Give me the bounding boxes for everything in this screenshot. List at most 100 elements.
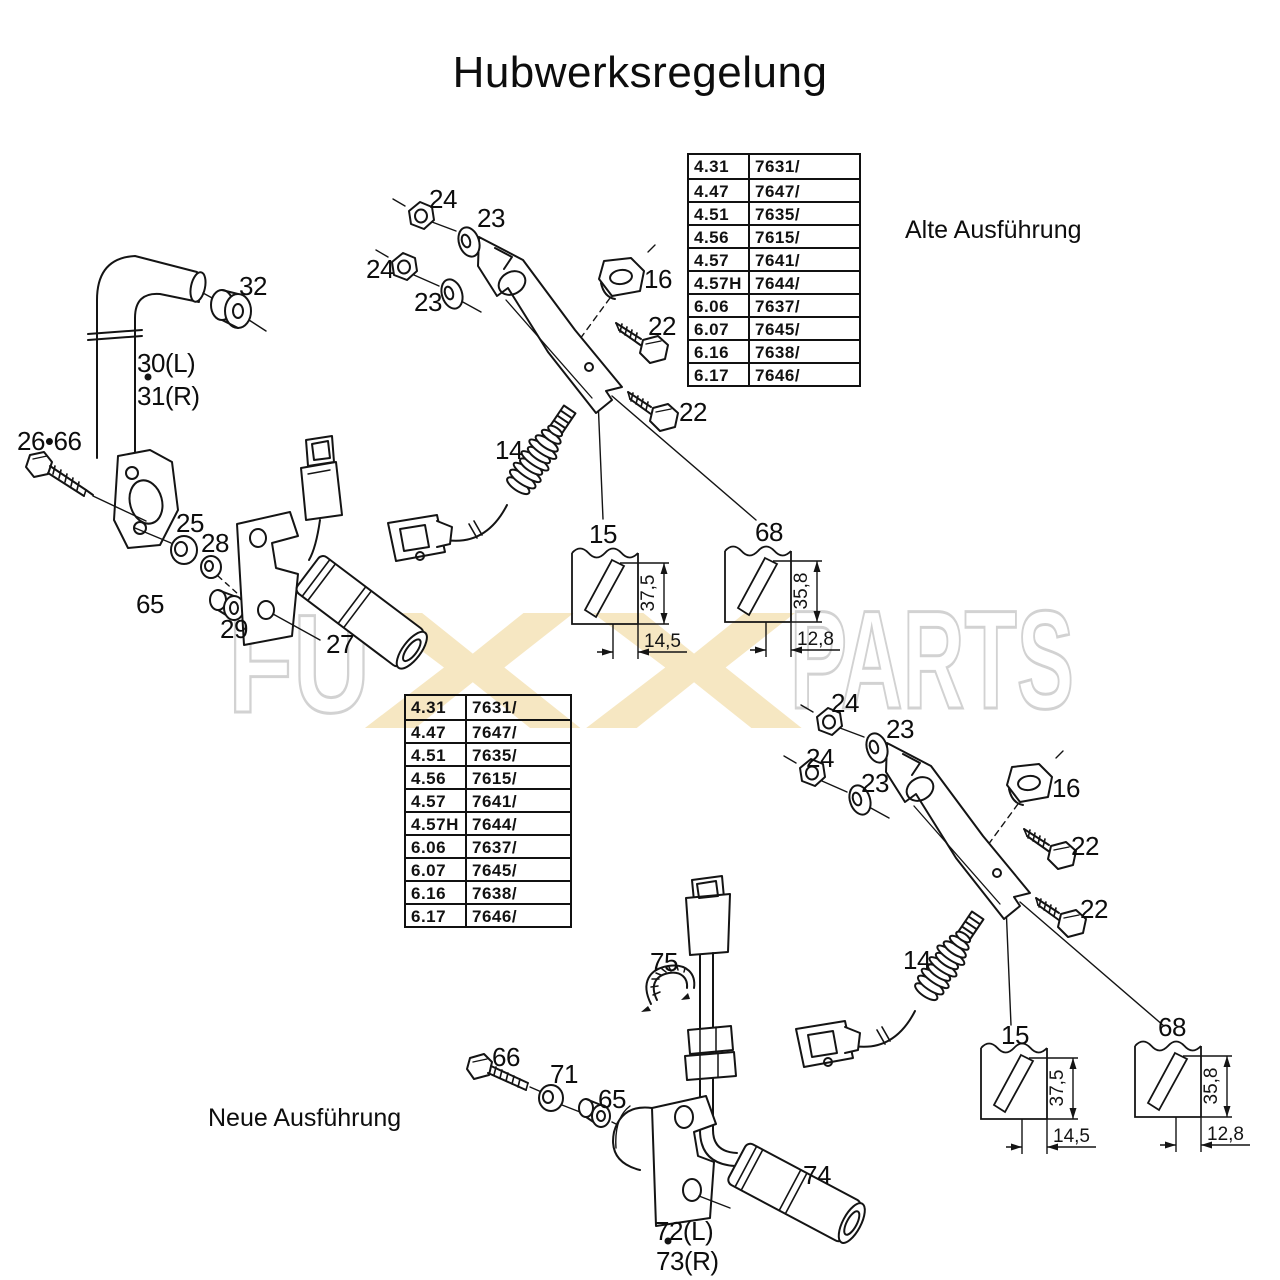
page-title: Hubwerksregelung: [452, 48, 828, 97]
table-cell-part-number: 7615/: [755, 228, 801, 247]
table-cell-part-number: 7638/: [755, 343, 801, 362]
part-label-25: 25: [176, 508, 204, 538]
leader-line-26-66: [92, 495, 172, 544]
table-cell-part-number: 7644/: [755, 274, 801, 293]
bracket-72-73: [612, 1095, 717, 1227]
part-label-15: 15: [589, 519, 617, 549]
part-label-14: 14: [903, 945, 931, 975]
table-cell-model: 6.06: [406, 836, 467, 857]
dimension-arrow: [813, 561, 821, 572]
sensor-74: [727, 1142, 866, 1244]
dimension-arrow: [1069, 1108, 1077, 1119]
dimension-value-vertical: 37,5: [638, 575, 659, 612]
table-row: 4.57 7641/: [689, 247, 859, 270]
break-line: [724, 545, 792, 557]
dimension-figures: 37,514,535,812,837,514,535,812,8: [571, 545, 1250, 1154]
table-cell-model: 6.07: [689, 318, 750, 339]
dimension-arrow: [1011, 1143, 1022, 1151]
dimension-arrow: [602, 648, 613, 656]
table-row: 4.47 7647/: [406, 719, 570, 742]
table-row: 6.16 7638/: [406, 880, 570, 903]
dimension-figure-15: 37,514,5: [571, 547, 687, 659]
table-row: 4.31 7631/: [689, 155, 859, 178]
dimension-arrow: [638, 648, 649, 656]
horizontal-dimension-lines: [1160, 1117, 1250, 1152]
table-cell-model: 6.17: [406, 905, 467, 926]
label-dot-30-31: [144, 373, 152, 381]
table-cell-part-number: 7644/: [472, 815, 518, 834]
leader-line-29: [272, 613, 321, 641]
table-cell-part-number: 7647/: [472, 723, 518, 742]
dimension-arrow: [1047, 1143, 1058, 1151]
table-cell-part-number: 7646/: [755, 366, 801, 385]
dimension-arrow: [1201, 1141, 1212, 1149]
table-cell-part-number: 7646/: [472, 907, 518, 926]
dimension-arrow: [1223, 1106, 1231, 1117]
table-cell-part-number: 7615/: [472, 769, 518, 788]
part-label-2666: 26•66: [17, 426, 82, 456]
table-row: 6.17 7646/: [689, 362, 859, 385]
table-cell-model: 6.17: [689, 364, 750, 385]
table-cell-part-number: 7631/: [755, 157, 801, 176]
dimension-arrow: [755, 646, 766, 654]
horizontal-dimension-lines: [750, 622, 840, 657]
dimension-value-vertical: 37,5: [1047, 1070, 1068, 1107]
table-cell-model: 6.16: [689, 341, 750, 362]
table-cell-part-number: 7637/: [472, 838, 518, 857]
label-dot-72-73: [664, 1237, 672, 1245]
part-label-15: 15: [1001, 1020, 1029, 1050]
pin: [992, 1053, 1035, 1114]
table-row: 4.56 7615/: [689, 224, 859, 247]
part-label-23: 23: [886, 714, 914, 744]
horizontal-dimension-lines: [1006, 1119, 1096, 1154]
pipe-flange: [113, 449, 179, 549]
table-cell-model: 4.47: [406, 721, 467, 742]
table-cell-model: 4.57: [689, 249, 750, 270]
dimension-figure-68: 35,812,8: [724, 545, 840, 657]
sensor-rod-new: [684, 952, 738, 1167]
part-label-68: 68: [1158, 1012, 1186, 1042]
watermark-middle: XX: [362, 576, 805, 763]
dimension-arrow: [660, 613, 668, 624]
table-cell-model: 4.51: [689, 203, 750, 224]
grommet-32: [210, 289, 252, 329]
leader-line-71: [561, 1104, 581, 1113]
dimension-figure-68: 35,812,8: [1134, 1040, 1250, 1152]
table-cell-model: 4.57H: [689, 272, 750, 293]
part-label-71: 71: [550, 1059, 578, 1089]
bracket-29: [236, 511, 299, 646]
table-cell-model: 4.57: [406, 790, 467, 811]
table-cell-model: 4.57H: [406, 813, 467, 834]
dimension-value-horizontal: 12,8: [1207, 1124, 1244, 1145]
table-cell-part-number: 7635/: [755, 205, 801, 224]
part-label-29: 29: [220, 614, 248, 644]
table-cell-part-number: 7645/: [472, 861, 518, 880]
axis-25-28-65: [217, 575, 239, 595]
table-cell-model: 4.56: [406, 767, 467, 788]
part-label-24: 24: [366, 254, 394, 284]
pin: [1146, 1051, 1189, 1112]
table-row: 4.57H 7644/: [406, 811, 570, 834]
horizontal-dimension-lines: [597, 624, 687, 659]
table-cell-part-number: 7638/: [472, 884, 518, 903]
leader-line-72: [698, 1195, 731, 1209]
dimension-arrow: [1223, 1056, 1231, 1067]
part-label-16: 16: [644, 264, 672, 294]
part-label-72L: 72(L): [655, 1216, 714, 1246]
part-label-28: 28: [201, 528, 229, 558]
part-label-22: 22: [648, 311, 676, 341]
dimension-arrow: [1069, 1058, 1077, 1069]
table-cell-part-number: 7641/: [755, 251, 801, 270]
table-row: 6.17 7646/: [406, 903, 570, 926]
part-label-14: 14: [495, 435, 523, 465]
table-cell-model: 6.16: [406, 882, 467, 903]
part-label-73R: 73(R): [656, 1246, 719, 1276]
table-cell-model: 4.56: [689, 226, 750, 247]
table-cell-model: 4.31: [689, 155, 750, 178]
break-line: [980, 1042, 1048, 1054]
